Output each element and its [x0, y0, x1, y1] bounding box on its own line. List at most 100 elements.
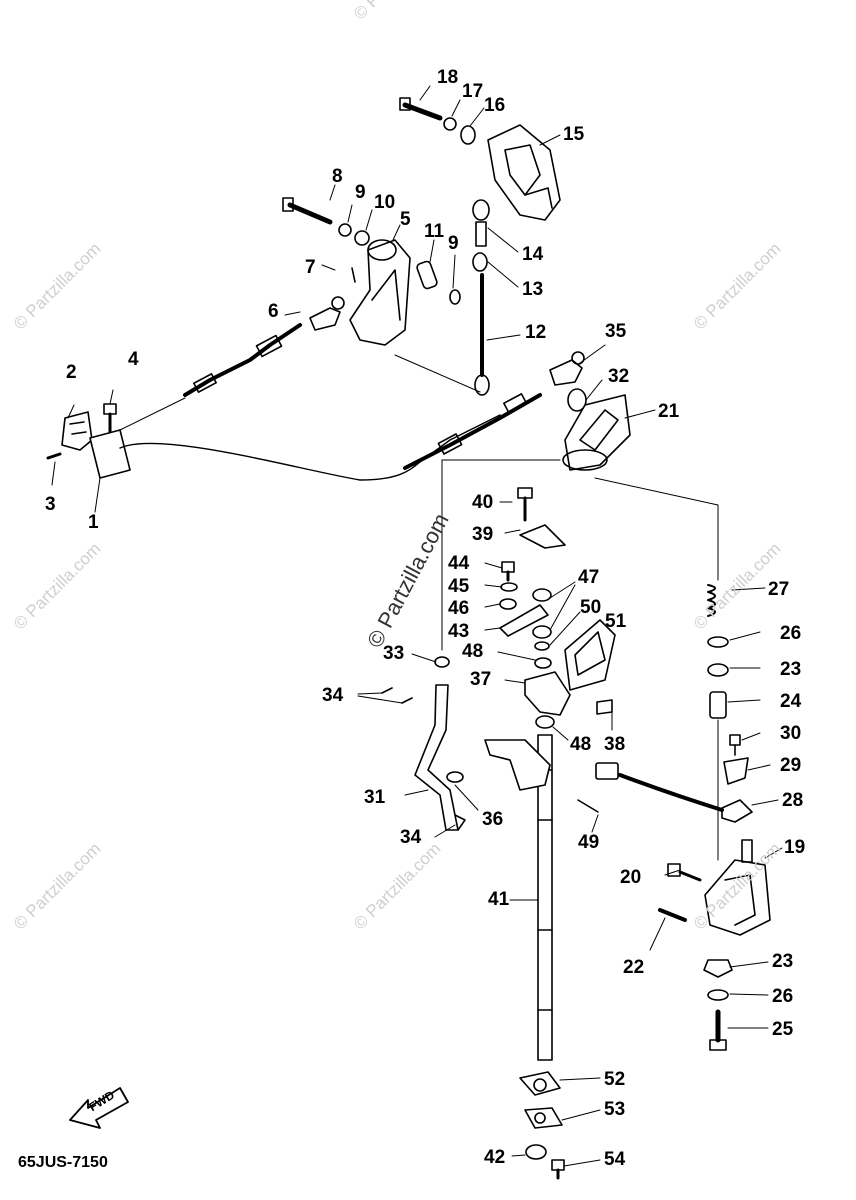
oring-42 — [525, 1144, 547, 1160]
pin-3 — [46, 452, 62, 460]
part-label-37: 37 — [470, 669, 492, 690]
pin-49 — [577, 799, 599, 813]
part-label-48a: 48 — [462, 641, 484, 662]
bolt-4 — [103, 403, 117, 434]
collar-10 — [354, 230, 370, 246]
part-label-38: 38 — [604, 734, 626, 755]
bracket-2 — [61, 411, 93, 451]
washer-46 — [499, 598, 517, 610]
shaft-41 — [537, 734, 553, 1061]
screw-22 — [658, 908, 687, 922]
bolt-8 — [282, 197, 333, 225]
washer-33 — [434, 656, 450, 668]
plate-1 — [89, 429, 131, 479]
part-label-41: 41 — [488, 889, 510, 910]
part-label-24: 24 — [780, 691, 802, 712]
joint-14 — [472, 199, 490, 247]
part-label-28: 28 — [782, 790, 804, 811]
part-label-20: 20 — [620, 867, 642, 888]
plate-52 — [519, 1071, 561, 1096]
nut-13 — [472, 252, 488, 272]
washer-17 — [443, 117, 457, 131]
part-28 — [721, 799, 753, 823]
part-label-34b: 34 — [400, 827, 422, 848]
washer-26a — [707, 636, 729, 648]
diagram-code: 65JUS-7150 — [18, 1154, 108, 1171]
bolt-40 — [517, 487, 533, 522]
washer-36 — [446, 771, 464, 783]
part-label-7: 7 — [305, 257, 316, 278]
bushing-11 — [416, 260, 438, 290]
fwd-arrow-icon — [69, 1087, 129, 1129]
part-label-42: 42 — [484, 1147, 506, 1168]
part-label-48b: 48 — [570, 734, 592, 755]
part-label-12: 12 — [525, 322, 547, 343]
part-label-52: 52 — [604, 1069, 626, 1090]
part-label-3: 3 — [45, 494, 56, 515]
nut-48a — [534, 657, 552, 669]
part-label-6: 6 — [268, 301, 279, 322]
part-label-47: 47 — [578, 567, 600, 588]
clip-34a — [381, 687, 413, 704]
part-label-29: 29 — [780, 755, 802, 776]
lever-5 — [349, 239, 411, 346]
part-label-10: 10 — [374, 192, 396, 213]
part-label-25: 25 — [772, 1019, 794, 1040]
cam-21 — [562, 394, 631, 471]
nut-47a — [532, 588, 552, 602]
part-label-13: 13 — [522, 279, 544, 300]
part-label-8: 8 — [332, 166, 343, 187]
lever-31 — [414, 684, 459, 831]
part-label-53: 53 — [604, 1099, 626, 1120]
part-label-46: 46 — [448, 598, 470, 619]
link-43 — [499, 604, 549, 637]
part-label-35: 35 — [605, 321, 627, 342]
part-label-39: 39 — [472, 524, 494, 545]
part-label-43: 43 — [448, 621, 470, 642]
nut-48b — [535, 715, 555, 729]
part-label-17: 17 — [462, 81, 484, 102]
nut-47b — [532, 625, 552, 639]
part-label-9b: 9 — [448, 233, 459, 254]
part-label-30: 30 — [780, 723, 802, 744]
cable-upper — [183, 323, 302, 397]
part-label-44: 44 — [448, 553, 470, 574]
part-label-22: 22 — [623, 957, 645, 978]
pin-7 — [351, 267, 356, 283]
clip-34b — [454, 814, 466, 831]
bolt-44 — [501, 561, 515, 582]
washer-50 — [534, 641, 550, 651]
part-label-45: 45 — [448, 576, 470, 597]
part-label-19: 19 — [784, 837, 806, 858]
bolt-30 — [729, 734, 741, 756]
part-label-36: 36 — [482, 809, 504, 830]
collar-16 — [460, 125, 476, 145]
part-label-40: 40 — [472, 492, 494, 513]
nut-23b — [703, 959, 733, 978]
bolt-18 — [399, 97, 443, 121]
bracket-15 — [487, 124, 561, 221]
screw-54 — [551, 1159, 565, 1180]
washer-45 — [500, 582, 518, 592]
part-label-18: 18 — [437, 67, 459, 88]
part-label-4: 4 — [128, 349, 139, 370]
joint-6 — [309, 296, 345, 331]
part-label-54: 54 — [604, 1149, 626, 1170]
part-label-33: 33 — [383, 643, 405, 664]
bolt-25 — [709, 1009, 727, 1051]
part-label-51: 51 — [605, 611, 627, 632]
joint-35 — [549, 351, 585, 386]
part-label-26b: 26 — [772, 986, 794, 1007]
part-label-26a: 26 — [780, 623, 802, 644]
plate-29 — [723, 757, 749, 785]
part-label-5: 5 — [400, 209, 411, 230]
switch-38 — [596, 699, 613, 715]
part-label-2: 2 — [66, 362, 77, 383]
part-label-9a: 9 — [355, 182, 366, 203]
collar-24 — [709, 691, 727, 719]
part-label-31: 31 — [364, 787, 386, 808]
bracket-36 — [484, 739, 551, 791]
washer-23a — [707, 663, 729, 677]
cable-lower — [119, 414, 501, 481]
spring-27 — [707, 584, 716, 617]
